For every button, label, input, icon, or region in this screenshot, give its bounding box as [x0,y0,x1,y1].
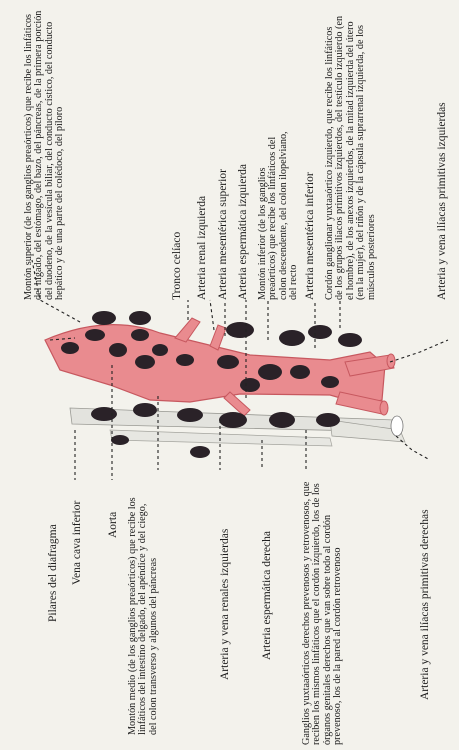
label-monton-medio: Montón medio (de los ganglios preaórtico… [128,495,159,735]
label-monton-inferior: Montón inferior (de los ganglios preaórt… [258,125,300,300]
label-vena-cava-inferior: Vena cava inferior [72,501,83,585]
label-arteria-espermatica-derecha: Arteria espermática derecha [262,531,273,660]
label-aorta: Aorta [108,512,119,538]
label-arteria-mesenterica-inferior: Arteria mesentérica inferior [305,172,316,300]
label-monton-superior: Montón superior (de los ganglios preaórt… [24,0,66,300]
label-arteria-mesenterica-superior: Arteria mesentérica superior [218,169,229,300]
label-cordon-ganglionar-izquierdo: Cordón ganglionar yuxtaaórtico izquierdo… [325,15,377,300]
label-arteria-espermatica-izquierda: Arteria espermática izquierda [238,164,249,300]
label-ganglios-yuxtaaorticos-derechos: Ganglios yuxtaaórticos derechos prevenos… [302,475,344,745]
label-pilares-diafragma: Pilares del diafragma [48,524,59,622]
label-arteria-vena-iliacas-izquierdas: Arteria y vena ilíacas primitivas izquie… [437,102,448,300]
label-arteria-vena-renales-izquierdas: Arteria y vena renales izquierdas [220,529,231,680]
label-arteria-vena-iliacas-derechas: Arteria y vena ilíacas primitivas derech… [420,509,431,700]
label-tronco-celiaco: Tronco celíaco [172,232,183,300]
label-arteria-renal-izquierda: Arteria renal izquierda [197,196,208,300]
